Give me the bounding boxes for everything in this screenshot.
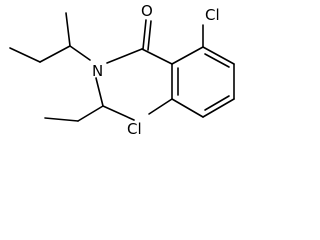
ring-bond-2-inner xyxy=(204,53,230,68)
bond-carbonyl-o-2 xyxy=(147,20,152,51)
bond-n-carbonyl xyxy=(106,48,143,64)
bond-ch2-ch3-bottom xyxy=(44,117,79,122)
bond-ch-clring-bottom xyxy=(102,105,135,121)
bond-carbonyl-o-1 xyxy=(142,19,147,50)
bond-ring-cl-bottom xyxy=(148,98,173,115)
bond-ch2-ch-top xyxy=(39,45,71,63)
bond-n-ch-bottom xyxy=(95,77,104,107)
ring-bond-5 xyxy=(171,98,204,118)
bond-carbonyl-ring xyxy=(141,48,173,65)
ring-bond-4-inner xyxy=(204,95,230,111)
bond-ch-n-top xyxy=(69,45,91,61)
bonds xyxy=(9,12,235,122)
chlorine-bottom-label: Cl xyxy=(127,120,142,138)
ring-bond-4 xyxy=(202,98,235,118)
oxygen-label: O xyxy=(141,2,153,20)
atom-labels: O N Cl Cl xyxy=(92,2,220,138)
ring-bond-1 xyxy=(171,46,204,65)
chlorine-top-label: Cl xyxy=(205,6,220,24)
nitrogen-label: N xyxy=(92,62,103,80)
bond-ch3-ch2-top xyxy=(9,47,41,63)
bond-ch-methyl-top xyxy=(65,12,71,47)
structure-diagram: O N Cl Cl xyxy=(0,0,248,138)
bond-ch-ch2-bottom xyxy=(77,105,104,122)
ring-bond-2 xyxy=(202,46,235,65)
